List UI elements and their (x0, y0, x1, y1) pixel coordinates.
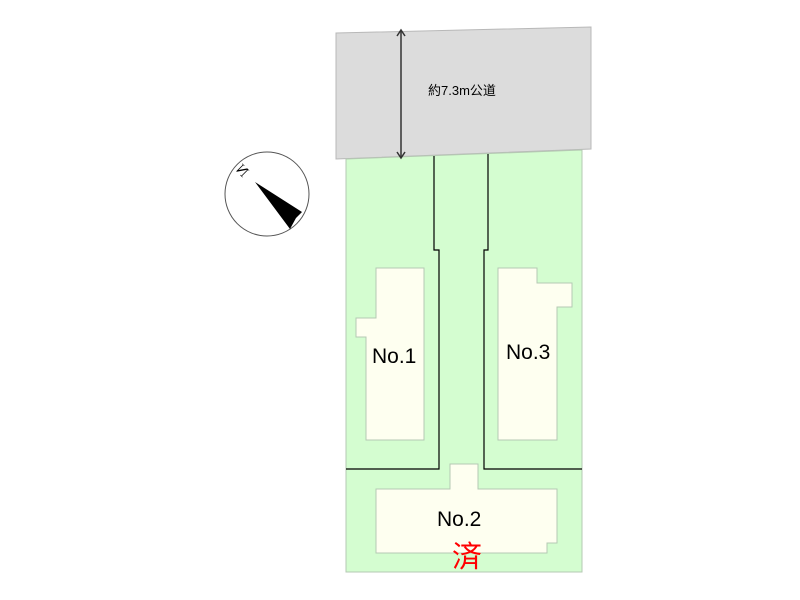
building-no3 (497, 267, 573, 441)
sold-badge: 済 (452, 540, 482, 575)
lot-boundary-lines (346, 154, 582, 470)
north-arrow-icon (255, 182, 302, 229)
compass (224, 151, 310, 237)
lot-label-no3: No.3 (506, 341, 551, 364)
road-label: 約7.3m公道 (428, 83, 496, 98)
lot-label-no2: No.2 (437, 508, 482, 531)
public-road (335, 26, 592, 160)
building-no1 (355, 267, 425, 441)
road-width-dimension (396, 28, 406, 160)
lot-label-no1: No.1 (372, 345, 417, 368)
building-no2 (375, 463, 558, 554)
site-area (345, 149, 583, 573)
